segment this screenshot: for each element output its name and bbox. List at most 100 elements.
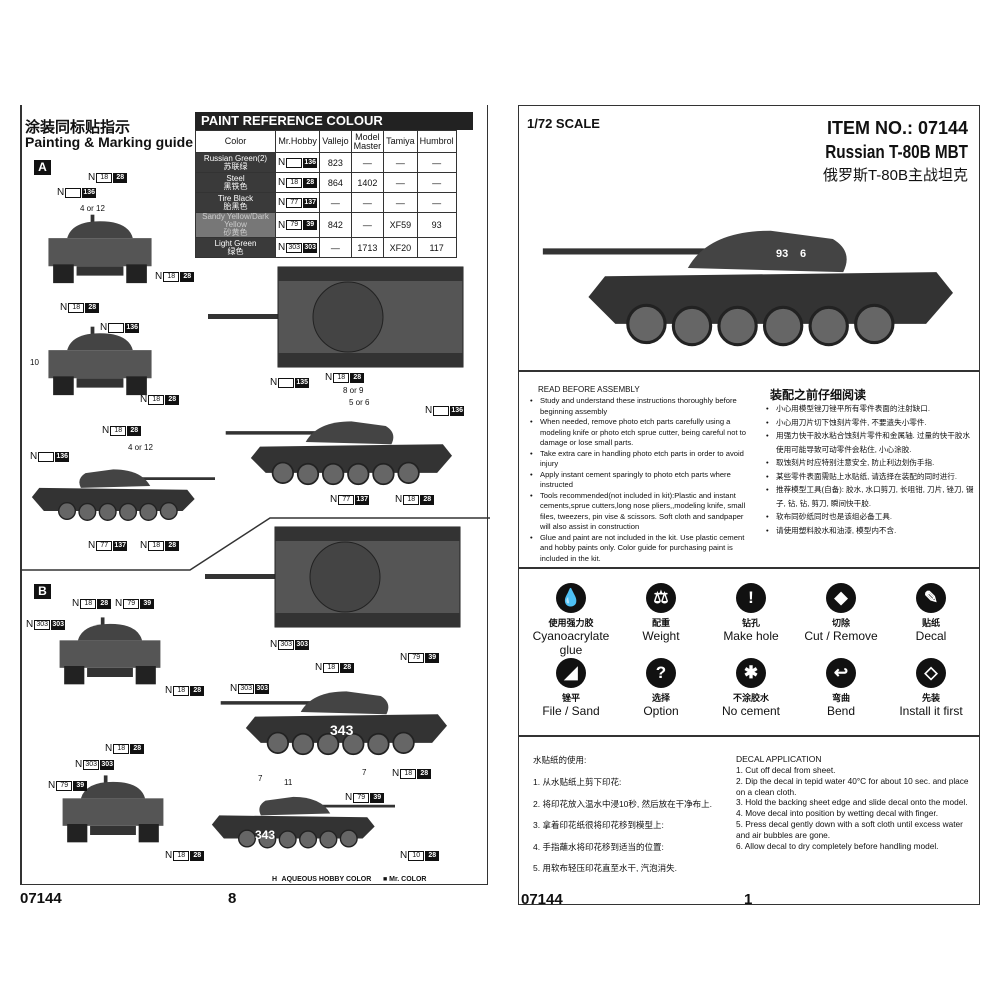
code-black: 137 <box>303 197 318 208</box>
code-black: 28 <box>97 598 112 609</box>
read-before-title-cn: 装配之前仔细阅读 <box>770 388 867 402</box>
code-black: 28 <box>425 850 440 861</box>
header-humbrol: Humbrol <box>416 130 457 153</box>
symbol-label-cn: 选择 <box>651 693 670 703</box>
code-black: 39 <box>303 220 318 230</box>
vallejo-code: — <box>319 192 352 213</box>
callout-prefix: N <box>140 540 148 551</box>
decal-step-cn: 2. 将印花放入温水中浸10秒, 然后放在干净布上. <box>533 798 712 809</box>
header-mr-hobby: Mr.Hobby <box>274 130 321 153</box>
decal-title-en: DECAL APPLICATION <box>736 754 822 764</box>
divider <box>518 567 980 569</box>
code-black: 135 <box>295 377 310 388</box>
instruction-item: 取蚀刻片时应特别注意安全, 防止利边划伤手指. <box>766 456 976 470</box>
code-white <box>65 187 82 198</box>
code-black: 136 <box>303 157 318 168</box>
code-white: 77 <box>338 494 355 505</box>
instruction-item: Apply instant cement sparingly to photo … <box>530 470 752 491</box>
code-white: 18 <box>323 662 340 673</box>
humbrol-code: — <box>416 192 457 213</box>
instruction-item: Glue and paint are not included in the k… <box>530 533 752 565</box>
guide-title-cn: 涂装同标贴指示 <box>25 119 131 136</box>
turret-marking: 6 <box>800 248 807 260</box>
callout-prefix: N <box>165 850 173 861</box>
symbol-label-en: Weight <box>642 629 680 643</box>
divider <box>518 735 980 737</box>
instruction-item: 小心用刀片切下蚀刻片零件, 不要遗失小零件. <box>766 416 976 430</box>
color-en: Sandy Yellow/Dark Yellow <box>202 212 269 229</box>
section-divider <box>20 517 490 571</box>
code-black: 28 <box>417 768 432 779</box>
code-white: 79 <box>286 220 303 230</box>
symbol-label-en: Option <box>643 704 679 718</box>
callout-prefix: N <box>395 494 403 505</box>
code-white: 18 <box>148 394 165 405</box>
color-cn: 黑铁色 <box>223 181 248 191</box>
symbol-label-en: Decal <box>915 629 947 643</box>
symbol-label-en: Cyanoacrylate glue <box>532 629 610 657</box>
callout-prefix: N <box>325 372 333 383</box>
humbrol-code: — <box>416 172 457 193</box>
code-white: 18 <box>173 685 190 696</box>
code-black: 28 <box>113 172 128 183</box>
color-cn: 砂黄色 <box>223 228 248 237</box>
code-white <box>278 377 295 388</box>
note: 8 or 9 <box>343 386 364 395</box>
code-white: 18 <box>96 172 113 183</box>
file-sand-icon: ◢ <box>556 658 586 688</box>
code-black: 39 <box>425 652 440 663</box>
note: 4 or 12 <box>128 443 153 452</box>
callout-prefix: N <box>48 780 56 791</box>
symbol-label-en: Make hole <box>723 629 779 643</box>
color-en: Light Green <box>214 238 257 248</box>
box-art-tank <box>525 210 975 355</box>
left-page-frame <box>20 105 488 885</box>
code-black: 39 <box>140 598 155 609</box>
callout-prefix: N <box>140 394 148 405</box>
callout-prefix: N <box>105 743 113 754</box>
code-white: 18 <box>163 271 180 282</box>
callout-prefix: N <box>88 172 96 183</box>
instruction-item: 推荐模型工具(自备): 胶水, 水口剪刀, 长咀钳, 刀片, 锉刀, 镊子, 钻… <box>766 483 976 510</box>
note: 4 or 12 <box>80 204 105 213</box>
hull-number: 343 <box>330 722 354 738</box>
code-black: 28 <box>165 394 180 405</box>
read-before-title: READ BEFORE ASSEMBLY <box>538 385 640 394</box>
note: 5 or 6 <box>349 398 370 407</box>
code-black: 303 <box>100 759 115 770</box>
instruction-item: 某些零件表面需贴上水贴纸, 请选择在装配的同时进行. <box>766 470 976 484</box>
code-black: 303 <box>303 242 318 253</box>
callout-prefix: N <box>30 451 38 462</box>
symbol-label-en: Bend <box>826 704 856 718</box>
code-black: 303 <box>255 683 270 694</box>
color-legend: H AQUEOUS HOBBY COLOR ■ Mr. COLOR <box>272 876 426 883</box>
code-white: 18 <box>113 743 130 754</box>
color-cn: 苏联绿 <box>223 161 248 171</box>
footer-code-right: 07144 <box>521 891 563 908</box>
code-white: 303 <box>83 759 100 770</box>
code-white: 10 <box>408 850 425 861</box>
code-white: 303 <box>238 683 255 694</box>
legend-aqueous: H AQUEOUS HOBBY COLOR <box>272 876 372 883</box>
code-black: 28 <box>85 302 100 313</box>
code-black: 28 <box>180 271 195 282</box>
code-white: 79 <box>123 598 140 609</box>
